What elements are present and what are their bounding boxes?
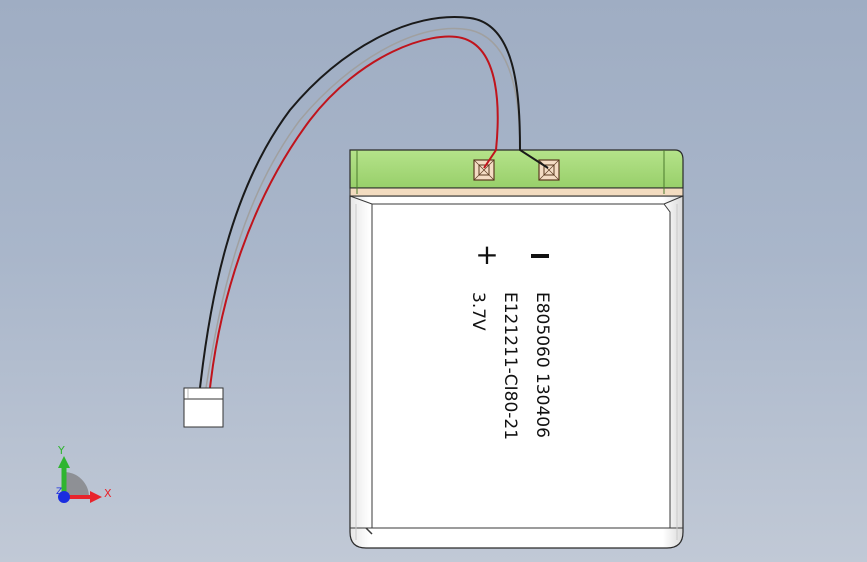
triad-z-label: Z	[56, 487, 62, 497]
minus-symbol	[531, 254, 549, 258]
plus-symbol: +	[475, 238, 498, 271]
connector[interactable]	[183, 387, 224, 428]
coordinate-triad[interactable]: Y X Z	[56, 444, 112, 503]
battery-body[interactable]	[349, 195, 684, 549]
battery-label-line2: E121211-CI80-21	[500, 292, 520, 440]
triad-y-label: Y	[57, 444, 65, 457]
triad-x-label: X	[104, 487, 112, 500]
wire-harness[interactable]	[199, 16, 549, 389]
battery-label-line1: E805060 130406	[532, 292, 552, 438]
battery-label-line3: 3.7V	[468, 292, 488, 331]
tab-strip[interactable]	[349, 149, 684, 197]
positive-terminal[interactable]	[473, 159, 495, 181]
